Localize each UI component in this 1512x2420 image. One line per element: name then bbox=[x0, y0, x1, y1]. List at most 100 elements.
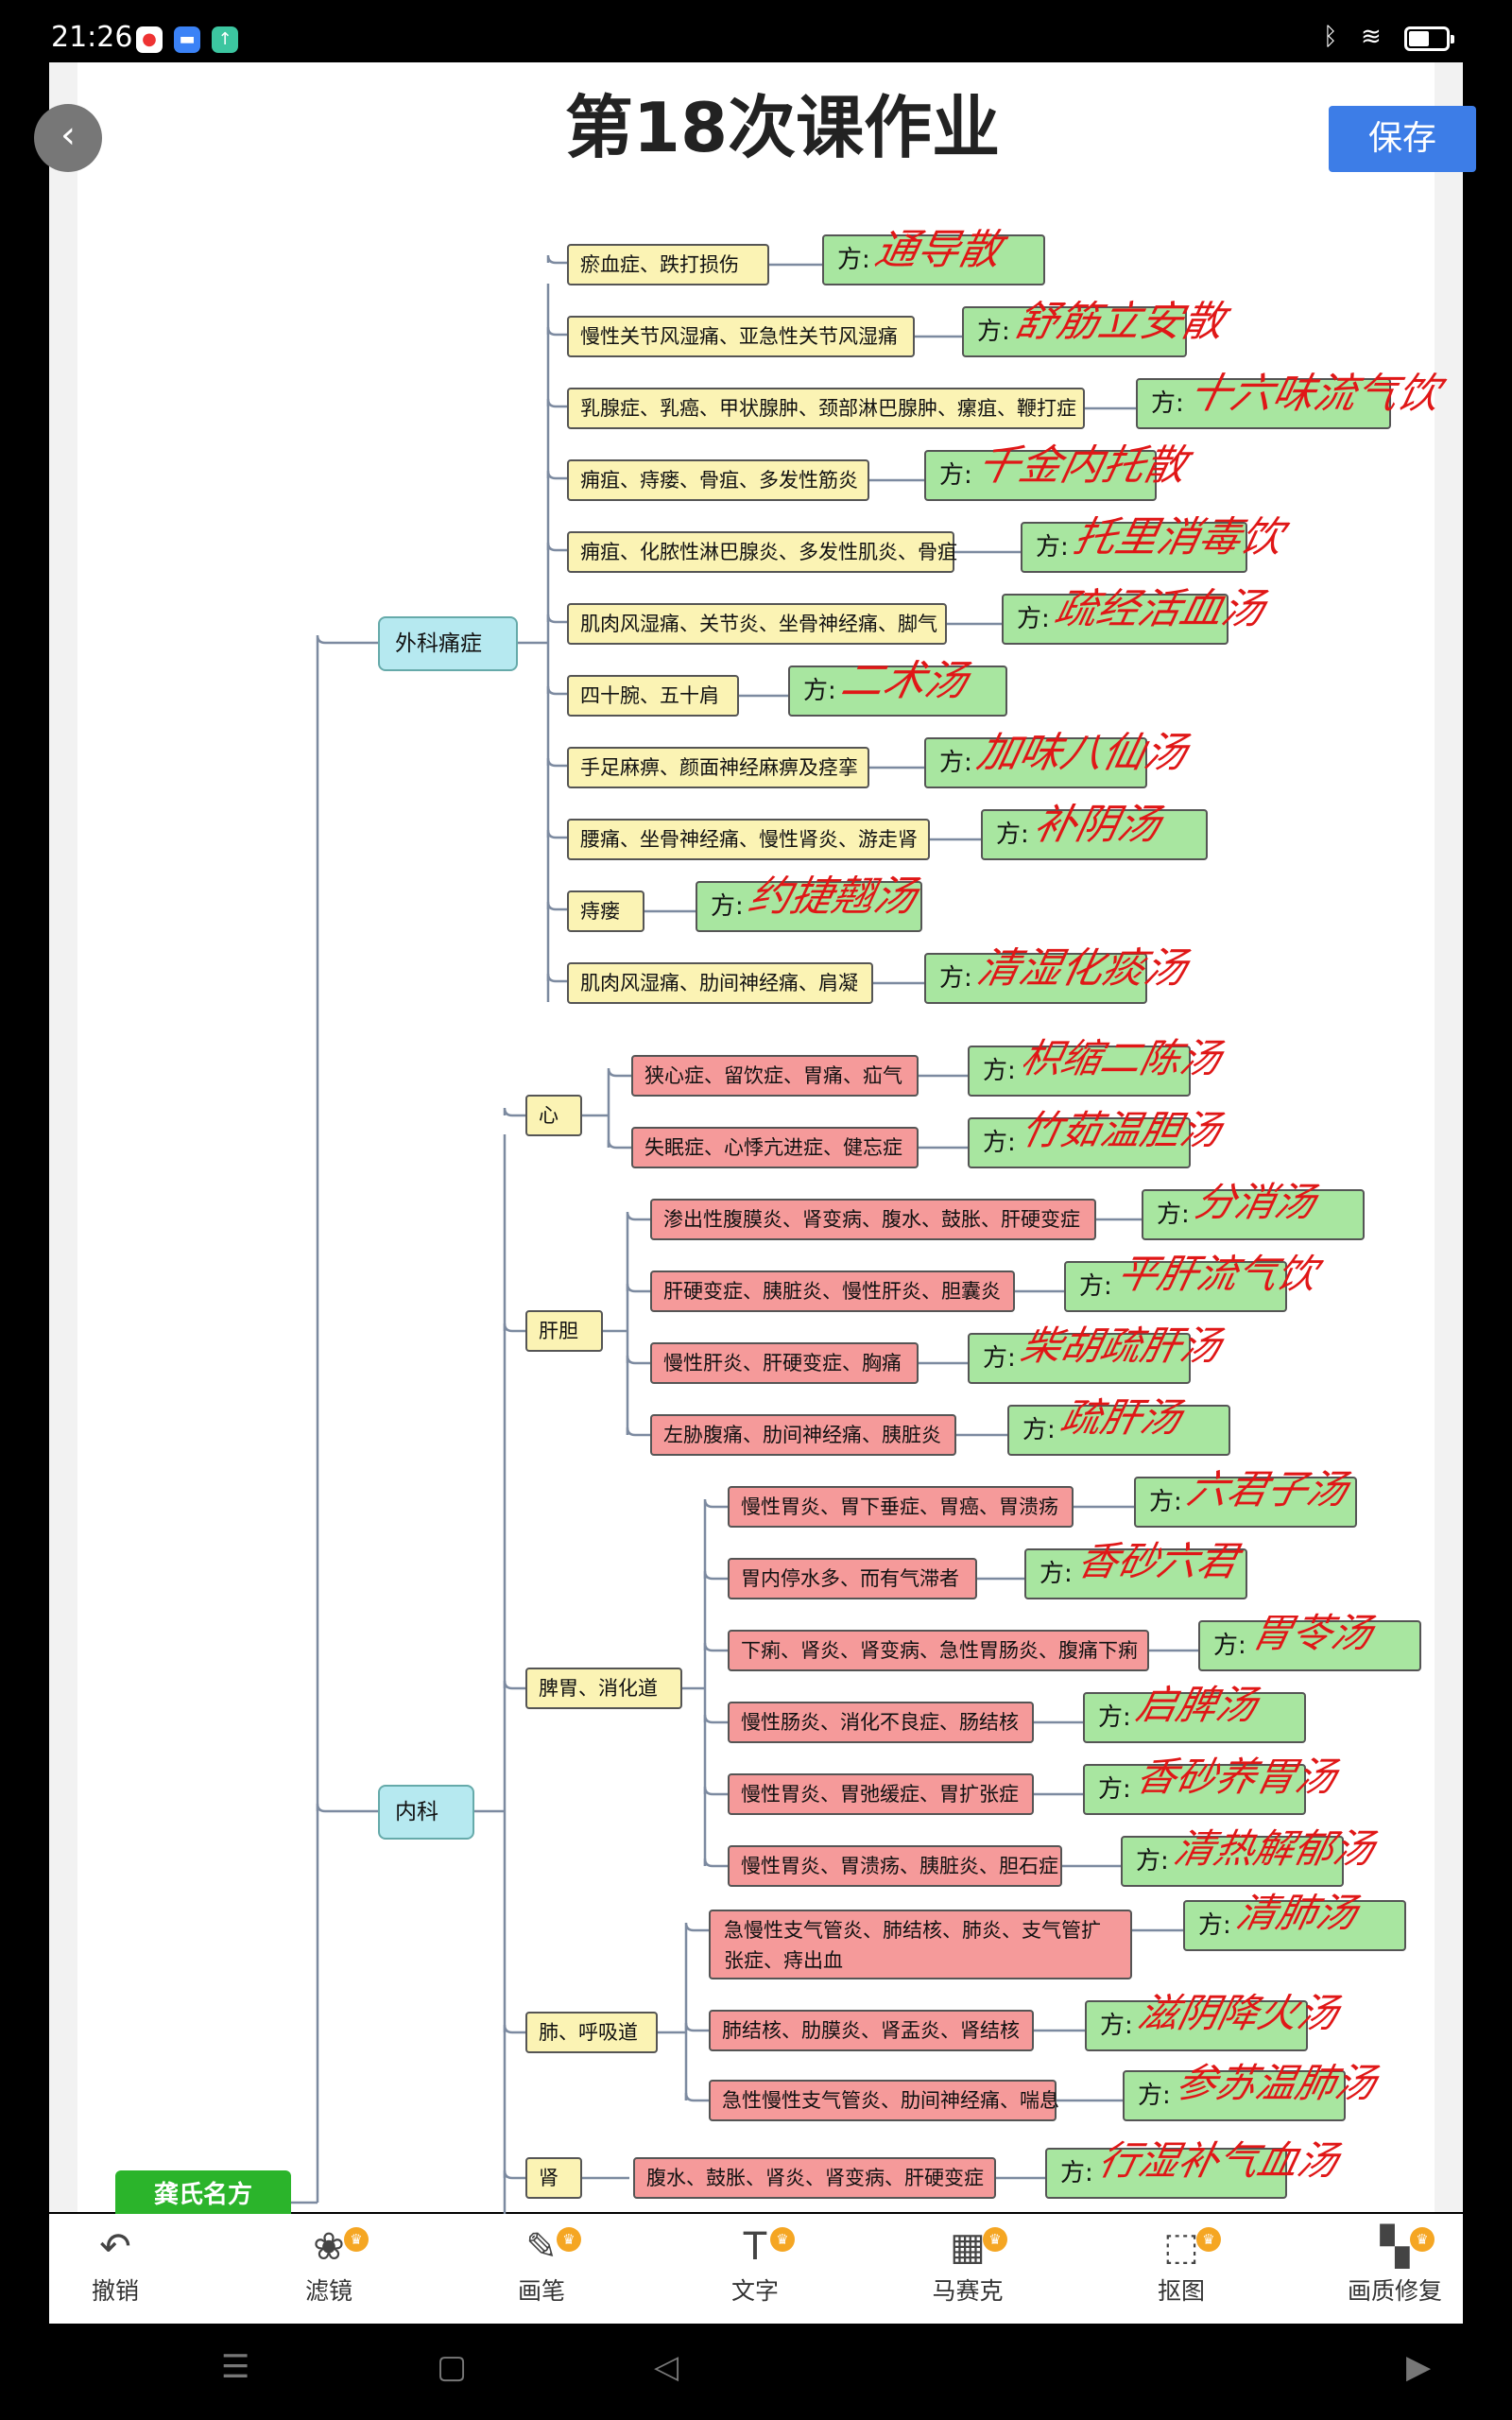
undo-button[interactable]: ↶ 撤销 bbox=[49, 2214, 181, 2324]
prescription-node: 方: bbox=[924, 953, 1147, 1004]
cutout-button[interactable]: ⬚ ♛ 抠图 bbox=[1115, 2214, 1247, 2324]
disease-node: 肌肉风湿痛、关节炎、坐骨神经痛、脚气 bbox=[567, 603, 947, 645]
save-button[interactable]: 保存 bbox=[1329, 106, 1476, 172]
disease-node: 四十腕、五十肩 bbox=[567, 675, 739, 717]
disease-node: 慢性胃炎、胃溃疡、胰脏炎、胆石症 bbox=[728, 1845, 1062, 1887]
disease-node: 急慢性支气管炎、肺结核、肺炎、支气管扩张症、痔出血 bbox=[709, 1910, 1132, 1979]
handwritten-prescription: 枳缩二陈汤 bbox=[1017, 1035, 1226, 1081]
home-icon[interactable]: ▢ bbox=[437, 2348, 468, 2386]
prescription-prefix: 方: bbox=[939, 964, 972, 993]
back-nav-icon[interactable]: ◁ bbox=[654, 2348, 679, 2386]
prescription-prefix: 方: bbox=[1138, 2082, 1171, 2110]
pen-icon: ✎ bbox=[525, 2225, 558, 2269]
prescription-prefix: 方: bbox=[1040, 1560, 1073, 1588]
prescription-prefix: 方: bbox=[1022, 1416, 1056, 1444]
prescription-node: 方: bbox=[1064, 1261, 1287, 1312]
prescription-node: 方: bbox=[1142, 1189, 1365, 1240]
prescription-prefix: 方: bbox=[996, 821, 1029, 849]
disease-node: 手足麻痹、颜面神经麻痹及痉挛 bbox=[567, 747, 869, 788]
text-button[interactable]: T ♛ 文字 bbox=[689, 2214, 821, 2324]
disease-node: 肺结核、肋膜炎、肾盂炎、肾结核 bbox=[709, 2010, 1034, 2051]
message-notification-icon: ▬ bbox=[174, 26, 200, 53]
prescription-prefix: 方: bbox=[1100, 2012, 1133, 2040]
disease-node: 急性慢性支气管炎、肋间神经痛、喘息 bbox=[709, 2080, 1059, 2121]
prescription-node: 方: bbox=[924, 737, 1147, 788]
category-waike: 外科痛症 bbox=[378, 616, 518, 671]
cutout-label: 抠图 bbox=[1157, 2277, 1205, 2305]
handwritten-prescription: 补阴汤 bbox=[1029, 801, 1165, 849]
prescription-node: 方: bbox=[1045, 2148, 1287, 2199]
mind-map: 外科痛症内科瘀血症、跌打损伤方:通导散慢性关节风湿痛、亚急性关节风湿痛方:舒筋立… bbox=[115, 226, 1444, 2227]
prescription-prefix: 方: bbox=[983, 1129, 1016, 1157]
disease-node: 慢性肝炎、肝硬变症、胸痛 bbox=[650, 1342, 919, 1384]
cutout-icon: ⬚ bbox=[1163, 2225, 1199, 2269]
prescription-prefix: 方: bbox=[1079, 1272, 1112, 1301]
mosaic-label: 马赛克 bbox=[932, 2277, 1004, 2305]
connector-line bbox=[546, 254, 567, 265]
battery-level bbox=[1409, 31, 1429, 46]
disease-node: 痔瘘 bbox=[567, 890, 644, 932]
prescription-prefix: 方: bbox=[1036, 533, 1069, 562]
prescription-node: 方: bbox=[1083, 1764, 1306, 1815]
chevron-left-icon: ‹ bbox=[60, 113, 76, 157]
connector-line bbox=[626, 1283, 650, 1293]
disease-node: 慢性关节风湿痛、亚急性关节风湿痛 bbox=[567, 316, 915, 357]
undo-icon: ↶ bbox=[99, 2225, 131, 2269]
prescription-node: 方: bbox=[962, 306, 1187, 357]
enhance-icon: ▚ bbox=[1380, 2225, 1410, 2269]
vip-crown-icon: ♛ bbox=[1410, 2227, 1435, 2252]
group-piwei: 脾胃、消化道 bbox=[525, 1668, 682, 1709]
prescription-prefix: 方: bbox=[1017, 605, 1050, 633]
connector-lines bbox=[291, 254, 1198, 2214]
back-button[interactable]: ‹ bbox=[34, 104, 102, 172]
connector-line bbox=[546, 542, 567, 552]
enhance-button[interactable]: ▚ ♛ 画质修复 bbox=[1329, 2214, 1461, 2324]
handwritten-prescription: 香砂养胃汤 bbox=[1132, 1754, 1341, 1800]
prescription-node: 方: bbox=[1083, 1692, 1306, 1743]
connector-line bbox=[546, 326, 567, 337]
disease-node: 瘀血症、跌打损伤 bbox=[567, 244, 769, 285]
handwritten-prescription: 清湿化痰汤 bbox=[972, 944, 1192, 993]
forward-icon[interactable]: ▶ bbox=[1406, 2348, 1432, 2386]
connector-line bbox=[626, 1426, 650, 1437]
connector-line bbox=[684, 2022, 709, 2032]
prescription-prefix: 方: bbox=[1213, 1632, 1246, 1660]
handwritten-prescription: 疏肝汤 bbox=[1057, 1394, 1186, 1441]
prescription-node: 方: bbox=[924, 450, 1157, 501]
disease-node: 慢性胃炎、胃弛缓症、胃扩张症 bbox=[728, 1773, 1034, 1815]
disease-node: 左胁腹痛、肋间神经痛、胰脏炎 bbox=[650, 1414, 956, 1456]
connector-line bbox=[703, 1714, 728, 1724]
prescription-prefix: 方: bbox=[1149, 1488, 1182, 1516]
vip-crown-icon: ♛ bbox=[770, 2227, 795, 2252]
app-notification-icon: ● bbox=[136, 26, 163, 53]
prescription-prefix: 方: bbox=[1098, 1703, 1131, 1732]
connector-line bbox=[316, 634, 378, 645]
prescription-prefix: 方: bbox=[837, 246, 870, 274]
filter-button[interactable]: ❀ ♛ 滤镜 bbox=[263, 2214, 395, 2324]
connector-line bbox=[546, 685, 567, 696]
handwritten-prescription: 香砂六君 bbox=[1074, 1538, 1243, 1584]
disease-node: 渗出性腹膜炎、肾变病、腹水、鼓胀、肝硬变症 bbox=[650, 1199, 1096, 1240]
prescription-node: 方: bbox=[1123, 2070, 1346, 2121]
connector-line bbox=[503, 2169, 525, 2180]
filter-label: 滤镜 bbox=[304, 2277, 352, 2305]
handwritten-prescription: 清热解郁汤 bbox=[1170, 1825, 1379, 1872]
prescription-node: 方: bbox=[1002, 594, 1228, 645]
pen-button[interactable]: ✎ ♛ 画笔 bbox=[475, 2214, 608, 2324]
status-time: 21:26 bbox=[51, 21, 133, 54]
disease-node: 乳腺症、乳癌、甲状腺肿、颈部淋巴腺肿、瘰疽、鞭打症 bbox=[567, 388, 1085, 429]
connector-line bbox=[546, 470, 567, 480]
prescription-prefix: 方: bbox=[803, 677, 836, 705]
handwritten-prescription: 清肺汤 bbox=[1232, 1890, 1362, 1936]
prescription-prefix: 方: bbox=[1098, 1775, 1131, 1804]
wifi-icon: ≋ bbox=[1361, 23, 1382, 51]
disease-node: 慢性肠炎、消化不良症、肠结核 bbox=[728, 1702, 1034, 1743]
disease-node: 下痢、肾炎、肾变病、急性胃肠炎、腹痛下痢 bbox=[728, 1630, 1149, 1671]
mosaic-button[interactable]: ▦ ♛ 马赛克 bbox=[902, 2214, 1034, 2324]
handwritten-prescription: 疏经活血汤 bbox=[1050, 585, 1269, 633]
connector-line bbox=[703, 1786, 728, 1796]
menu-icon[interactable]: ☰ bbox=[221, 2348, 250, 2386]
handwritten-prescription: 二术汤 bbox=[836, 657, 972, 705]
handwritten-prescription: 胃苓汤 bbox=[1247, 1610, 1377, 1656]
group-fei: 肺、呼吸道 bbox=[525, 2012, 658, 2053]
